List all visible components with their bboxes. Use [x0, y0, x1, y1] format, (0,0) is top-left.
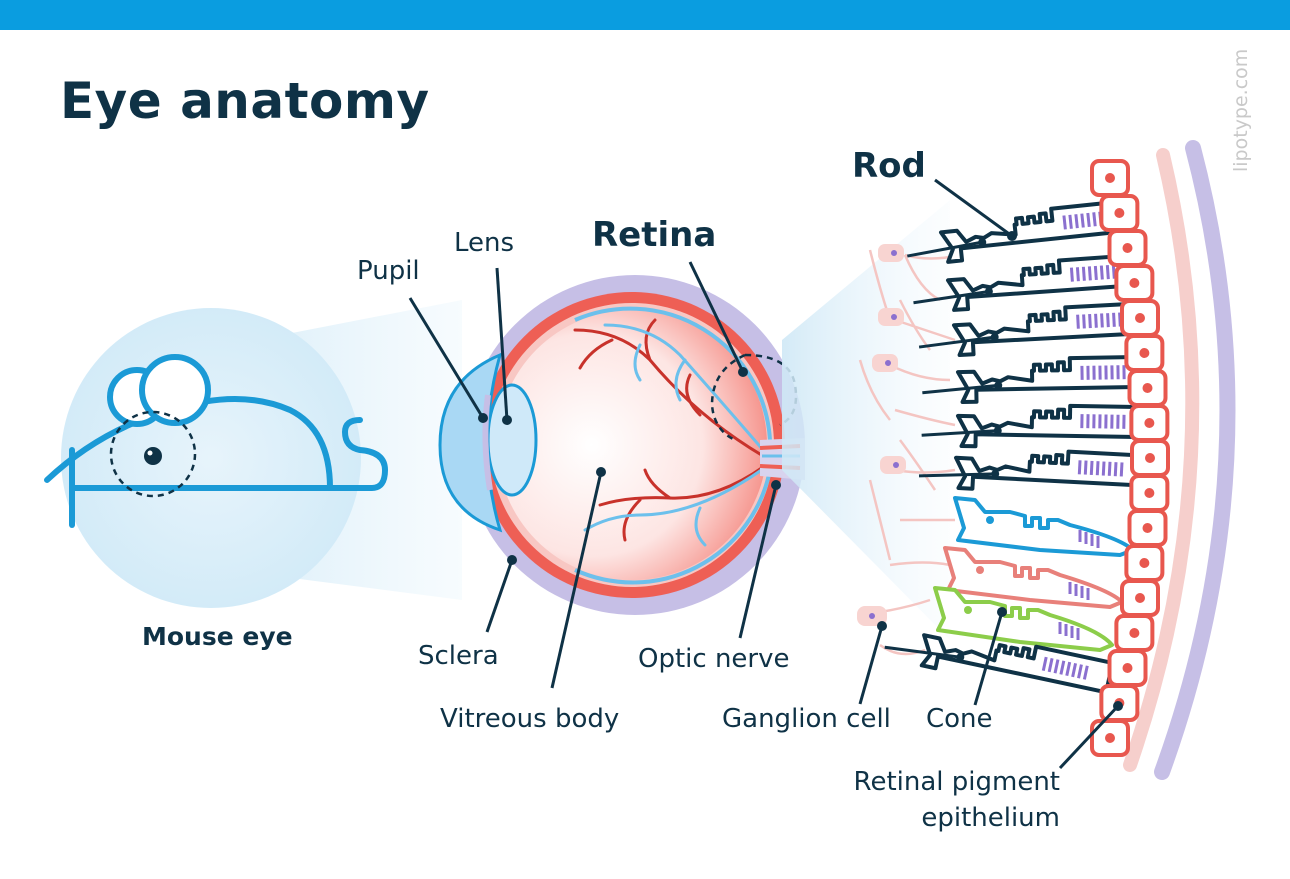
rpe-nucleus	[1129, 628, 1140, 638]
label-lens: Lens	[454, 228, 515, 258]
rpe-nucleus	[1114, 208, 1125, 218]
mouse-eye-highlight	[109, 410, 197, 498]
leader-lines	[408, 178, 1120, 770]
rpe-nucleus	[1122, 243, 1133, 253]
mouse-icon	[44, 354, 388, 528]
watermark: lipotype.com	[1230, 48, 1252, 172]
rod-cell	[919, 401, 1151, 452]
rpe-nucleus	[1135, 593, 1145, 603]
vitreous-body	[497, 310, 767, 580]
label-rod: Rod	[852, 146, 926, 186]
lens-shape	[486, 383, 538, 497]
cone-cell-blue	[953, 496, 1135, 557]
leader-dots	[478, 231, 1123, 711]
rpe-nucleus	[1139, 558, 1150, 568]
rpe-nucleus	[1105, 733, 1115, 743]
label-retina: Retina	[592, 215, 717, 255]
rpe-nucleus	[1144, 418, 1155, 428]
rpe-nucleus	[1129, 278, 1140, 288]
top-accent-bar	[0, 0, 1290, 30]
eyeball-icon	[438, 275, 805, 615]
rpe-nucleus	[1142, 383, 1153, 393]
rpe-nucleus	[1145, 453, 1155, 463]
mouse-eye-zoom-circle	[61, 308, 361, 608]
label-vitreous-body: Vitreous body	[440, 704, 620, 734]
label-optic-nerve: Optic nerve	[638, 644, 790, 674]
bruch-membrane-arc	[1123, 148, 1200, 772]
rpe-nucleus	[1105, 173, 1115, 183]
label-sclera: Sclera	[418, 641, 499, 671]
rod-cell	[917, 303, 1145, 357]
page-title: Eye anatomy	[60, 72, 430, 130]
rpe-nucleus	[1135, 313, 1145, 323]
label-rpe-line2: epithelium	[921, 803, 1060, 833]
label-rpe-line1: Retinal pigment	[853, 767, 1060, 797]
rpe-nucleus	[1122, 663, 1133, 673]
rod-cell	[919, 354, 1151, 405]
rpe-nucleus	[1142, 523, 1153, 533]
label-cone: Cone	[926, 704, 993, 734]
mouse-pupil-dot	[144, 447, 162, 465]
rpe-nucleus	[1144, 488, 1155, 498]
label-pupil: Pupil	[357, 256, 420, 286]
cone-cell-pink	[943, 546, 1124, 609]
label-ganglion-cell: Ganglion cell	[722, 704, 891, 734]
retina-light-beam	[782, 200, 950, 640]
rpe-nucleus	[1139, 348, 1150, 358]
choroid-arc	[1154, 140, 1236, 780]
label-mouse-eye: Mouse eye	[142, 622, 293, 651]
